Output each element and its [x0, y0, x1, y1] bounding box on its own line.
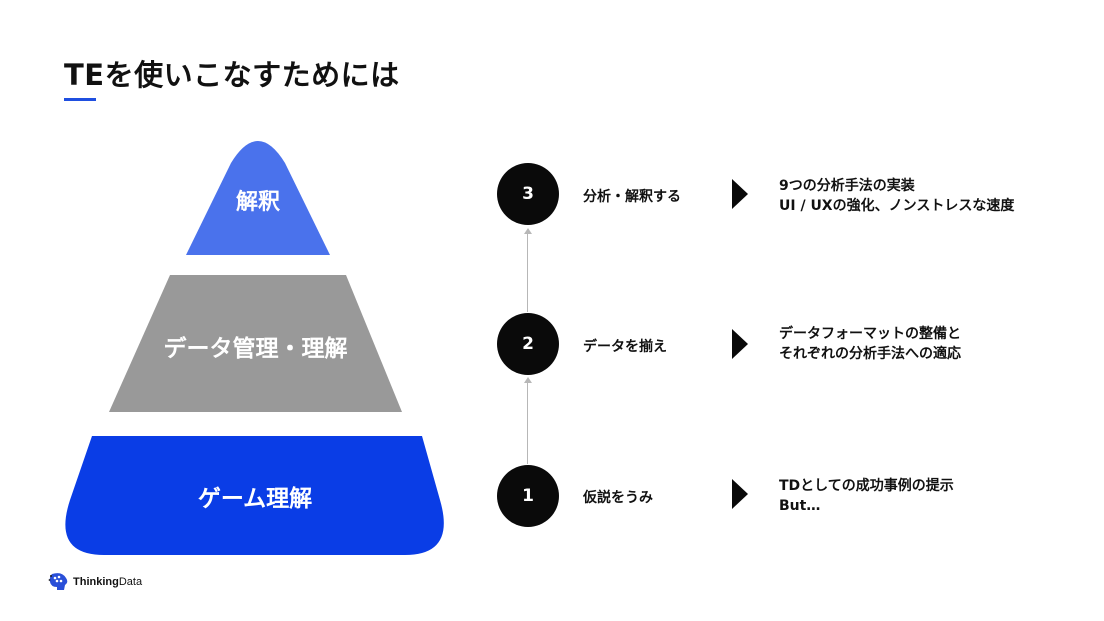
thinkingdata-head-icon: [48, 573, 68, 590]
step-label-1: 仮説をうみ: [583, 490, 653, 506]
logo-wordmark: ThinkingData: [73, 576, 142, 588]
step-2-triangle-icon: [732, 329, 748, 359]
step-3-desc-line-1: 9つの分析手法の実装: [779, 178, 915, 194]
step-2-desc-line-2: それぞれの分析手法への適応: [779, 346, 961, 362]
connector-arrow-lower: [524, 377, 532, 383]
step-2-description: データフォーマットの整備と それぞれの分析手法への適応: [779, 324, 961, 364]
step-3-triangle-icon: [732, 179, 748, 209]
logo-text-regular: Data: [118, 576, 143, 588]
pyramid-layer-top: [186, 141, 330, 255]
step-1-desc-line-2: But…: [779, 498, 821, 514]
thinkingdata-logo: ThinkingData: [48, 572, 142, 592]
step-label-2: データを揃え: [583, 339, 667, 355]
step-circle-3: 3: [497, 163, 559, 225]
connector-line-upper: [527, 232, 528, 312]
connector-arrow-upper: [524, 228, 532, 234]
step-2-desc-line-1: データフォーマットの整備と: [779, 326, 961, 342]
step-1-desc-line-1: TDとしての成功事例の提示: [779, 478, 954, 494]
logo-text-bold: Thinking: [73, 576, 119, 588]
step-circle-1: 1: [497, 465, 559, 527]
step-3-desc-line-2: UI / UXの強化、ノンストレスな速度: [779, 198, 1015, 214]
title-underline: [64, 98, 96, 101]
step-1-triangle-icon: [732, 479, 748, 509]
pyramid-label-top: 解釈: [235, 190, 280, 215]
page-title: TEを使いこなすためには: [64, 58, 400, 92]
pyramid-layer-middle: [109, 275, 402, 412]
connector-line-lower: [527, 381, 528, 464]
pyramid-layer-bottom: [65, 436, 444, 555]
pyramid-label-bottom: ゲーム理解: [197, 486, 313, 512]
step-label-3: 分析・解釈する: [583, 189, 681, 205]
step-1-description: TDとしての成功事例の提示 But…: [779, 476, 954, 516]
pyramid-label-middle: データ管理・理解: [163, 336, 348, 362]
step-circle-2: 2: [497, 313, 559, 375]
step-3-description: 9つの分析手法の実装 UI / UXの強化、ノンストレスな速度: [779, 176, 1014, 216]
